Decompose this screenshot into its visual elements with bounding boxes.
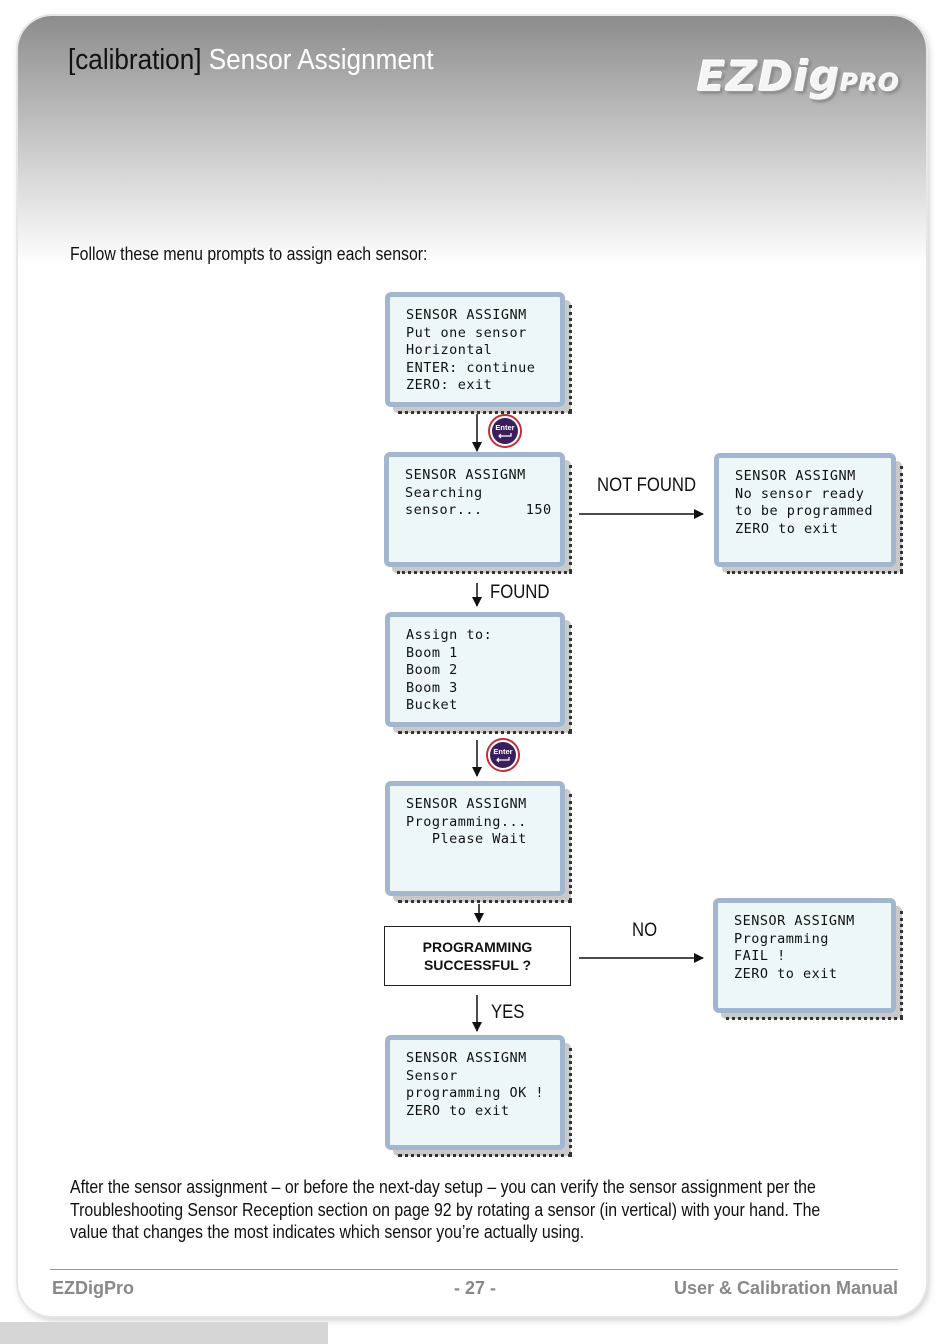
lcd-line: Searching bbox=[405, 484, 483, 501]
label-found: FOUND bbox=[490, 582, 550, 603]
lcd-line: sensor... 150 bbox=[405, 502, 552, 518]
footer-left: EZDigPro bbox=[52, 1278, 135, 1298]
footer-right: User & Calibration Manual bbox=[673, 1278, 898, 1298]
page: [calibration] Sensor Assignment EZDigPRO… bbox=[18, 16, 926, 1316]
label-no: NO bbox=[632, 920, 658, 941]
lcd-line: SENSOR ASSIGNM bbox=[734, 913, 855, 929]
svg-text:Enter: Enter bbox=[495, 423, 514, 432]
lcd-line: ENTER: continue bbox=[406, 359, 536, 376]
label-yes: YES bbox=[491, 1002, 525, 1023]
lcd-line: Put one sensor bbox=[406, 324, 527, 341]
lcd-line: Assign to: bbox=[406, 627, 493, 643]
footer-page-number: - 27 - bbox=[454, 1278, 497, 1298]
lcd-line: to be programmed bbox=[735, 503, 874, 519]
lcd-line: Programming... bbox=[406, 813, 527, 830]
lcd-line: Boom 3 bbox=[406, 679, 458, 696]
svg-text:Enter: Enter bbox=[493, 747, 512, 756]
decision-programming-successful: PROGRAMMING SUCCESSFUL ? bbox=[384, 926, 571, 986]
header-band bbox=[18, 16, 926, 266]
lcd-line: ZERO to exit bbox=[734, 965, 838, 982]
lcd-line: ZERO: exit bbox=[406, 377, 493, 393]
lcd-line: SENSOR ASSIGNM bbox=[406, 307, 527, 323]
bottom-strip bbox=[0, 1322, 328, 1344]
lcd-line: Sensor bbox=[406, 1067, 458, 1084]
lcd-line: SENSOR ASSIGNM bbox=[735, 468, 856, 484]
lcd-line: FAIL ! bbox=[734, 948, 786, 964]
lcd-line: SENSOR ASSIGNM bbox=[405, 467, 526, 483]
enter-key-icon: Enter bbox=[488, 414, 522, 448]
lcd-line: SENSOR ASSIGNM bbox=[406, 796, 527, 812]
lcd-line: No sensor ready bbox=[735, 485, 865, 502]
lcd-line: Bucket bbox=[406, 697, 458, 713]
footer-divider bbox=[50, 1269, 898, 1270]
lcd-line: Programming bbox=[734, 930, 829, 947]
enter-key-icon: Enter bbox=[486, 738, 520, 772]
lcd-line: programming OK ! bbox=[406, 1085, 545, 1101]
lcd-line: Horizontal bbox=[406, 342, 493, 358]
outro-paragraph: After the sensor assignment – or before … bbox=[70, 1177, 821, 1242]
title-prefix: [calibration] bbox=[68, 44, 202, 76]
lcd-line: Boom 1 bbox=[406, 644, 458, 661]
ezdigpro-logo: EZDigPRO bbox=[697, 52, 900, 101]
title-main: Sensor Assignment bbox=[208, 44, 434, 76]
lcd-line: Boom 2 bbox=[406, 662, 458, 678]
lcd-line: SENSOR ASSIGNM bbox=[406, 1050, 527, 1066]
label-not-found: NOT FOUND bbox=[597, 475, 697, 496]
lcd-line: Please Wait bbox=[406, 831, 527, 847]
lcd-line: ZERO to exit bbox=[406, 1102, 510, 1119]
lcd-line: ZERO to exit bbox=[735, 520, 839, 537]
intro-text: Follow these menu prompts to assign each… bbox=[70, 244, 428, 264]
page-title: [calibration] Sensor Assignment bbox=[68, 44, 434, 77]
